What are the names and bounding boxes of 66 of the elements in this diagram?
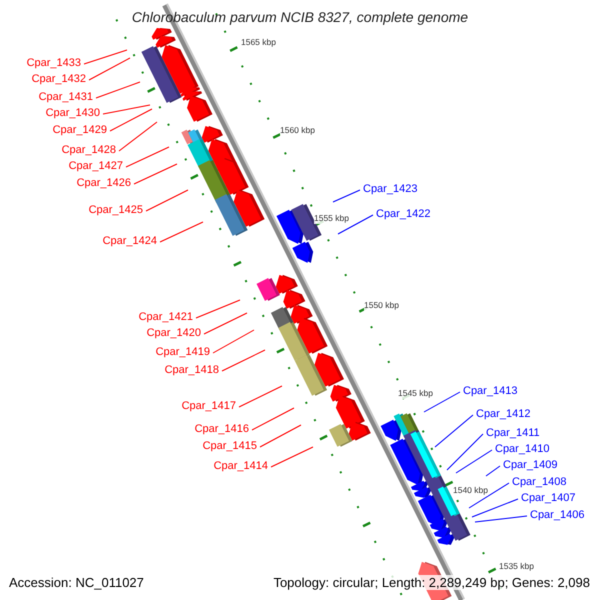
gene-label: Cpar_1414 [214,460,268,473]
gene-label: Cpar_1419 [156,346,210,359]
leader-line [270,446,314,468]
leader-line [238,386,282,408]
leader-line [260,424,302,448]
gene-label: Cpar_1427 [68,160,123,173]
gene-label: Cpar_1417 [182,400,236,413]
gene-label: Cpar_1411 [486,427,540,440]
position-label: 1565 kbp [241,37,276,48]
title: Chlorobaculum parvum NCIB 8327, complete genome [130,9,470,25]
leader-line [222,350,266,372]
gene-label: Cpar_1423 [363,183,418,196]
gene-label: Cpar_1425 [88,204,143,217]
leader-line [126,146,170,168]
gene-label: Cpar_1408 [512,476,566,489]
gene-label: Cpar_1426 [76,177,131,190]
position-label: 1535 kbp [499,561,534,572]
gene-label: Cpar_1422 [376,208,430,221]
leader-line [468,482,510,508]
gene-label: Cpar_1406 [530,509,584,522]
position-label: 1560 kbp [280,125,315,136]
gene-label: Cpar_1428 [62,144,116,157]
leader-line [456,450,492,474]
gene-label: Cpar_1415 [202,440,257,453]
leader-line [204,312,248,334]
leader-line [434,414,474,448]
gene-label: Cpar_1424 [102,235,157,248]
position-label: 1550 kbp [364,300,399,311]
gene-label: Cpar_1431 [38,91,93,104]
gene-label: Cpar_1409 [503,459,558,472]
leader-line [446,434,484,470]
leader-line [472,498,518,518]
gene-label: Cpar_1410 [495,443,550,456]
gene-label: Cpar_1433 [26,57,81,70]
leader-line [338,214,374,234]
leader-line [212,330,254,354]
leader-line [118,122,158,152]
gene-label: Cpar_1407 [521,492,576,505]
leader-line [110,108,152,132]
position-label: 1545 kbp [398,388,433,399]
leader-line [196,300,240,318]
gene-label: Cpar_1420 [146,327,201,340]
leader-line [332,190,360,202]
leader-line [96,82,140,98]
accession-label: Accession: NC_011027 [9,575,144,590]
gene-label: Cpar_1416 [194,423,249,436]
position-label: 1555 kbp [314,213,349,224]
gene-label: Cpar_1432 [32,73,86,86]
leader-line [84,50,128,64]
position-label: 1540 kbp [453,485,488,496]
leader-line [102,104,150,114]
leader-line [252,408,294,430]
leader-line [474,516,528,522]
leader-line [134,164,178,184]
leader-line [88,58,130,80]
leader-line [486,466,500,476]
genome-info-label: Topology: circular; Length: 2,289,249 bp; Genes: 2,098 [273,575,590,590]
gene-label: Cpar_1430 [46,107,100,120]
gene-label: Cpar_1429 [52,124,107,137]
leader-line [146,190,188,212]
gene-label: Cpar_1421 [138,311,193,324]
leader-line [160,222,204,242]
gene-label: Cpar_1412 [476,408,530,421]
leader-line [424,392,460,412]
gene-label: Cpar_1413 [463,385,518,398]
gene-label: Cpar_1418 [164,364,219,377]
